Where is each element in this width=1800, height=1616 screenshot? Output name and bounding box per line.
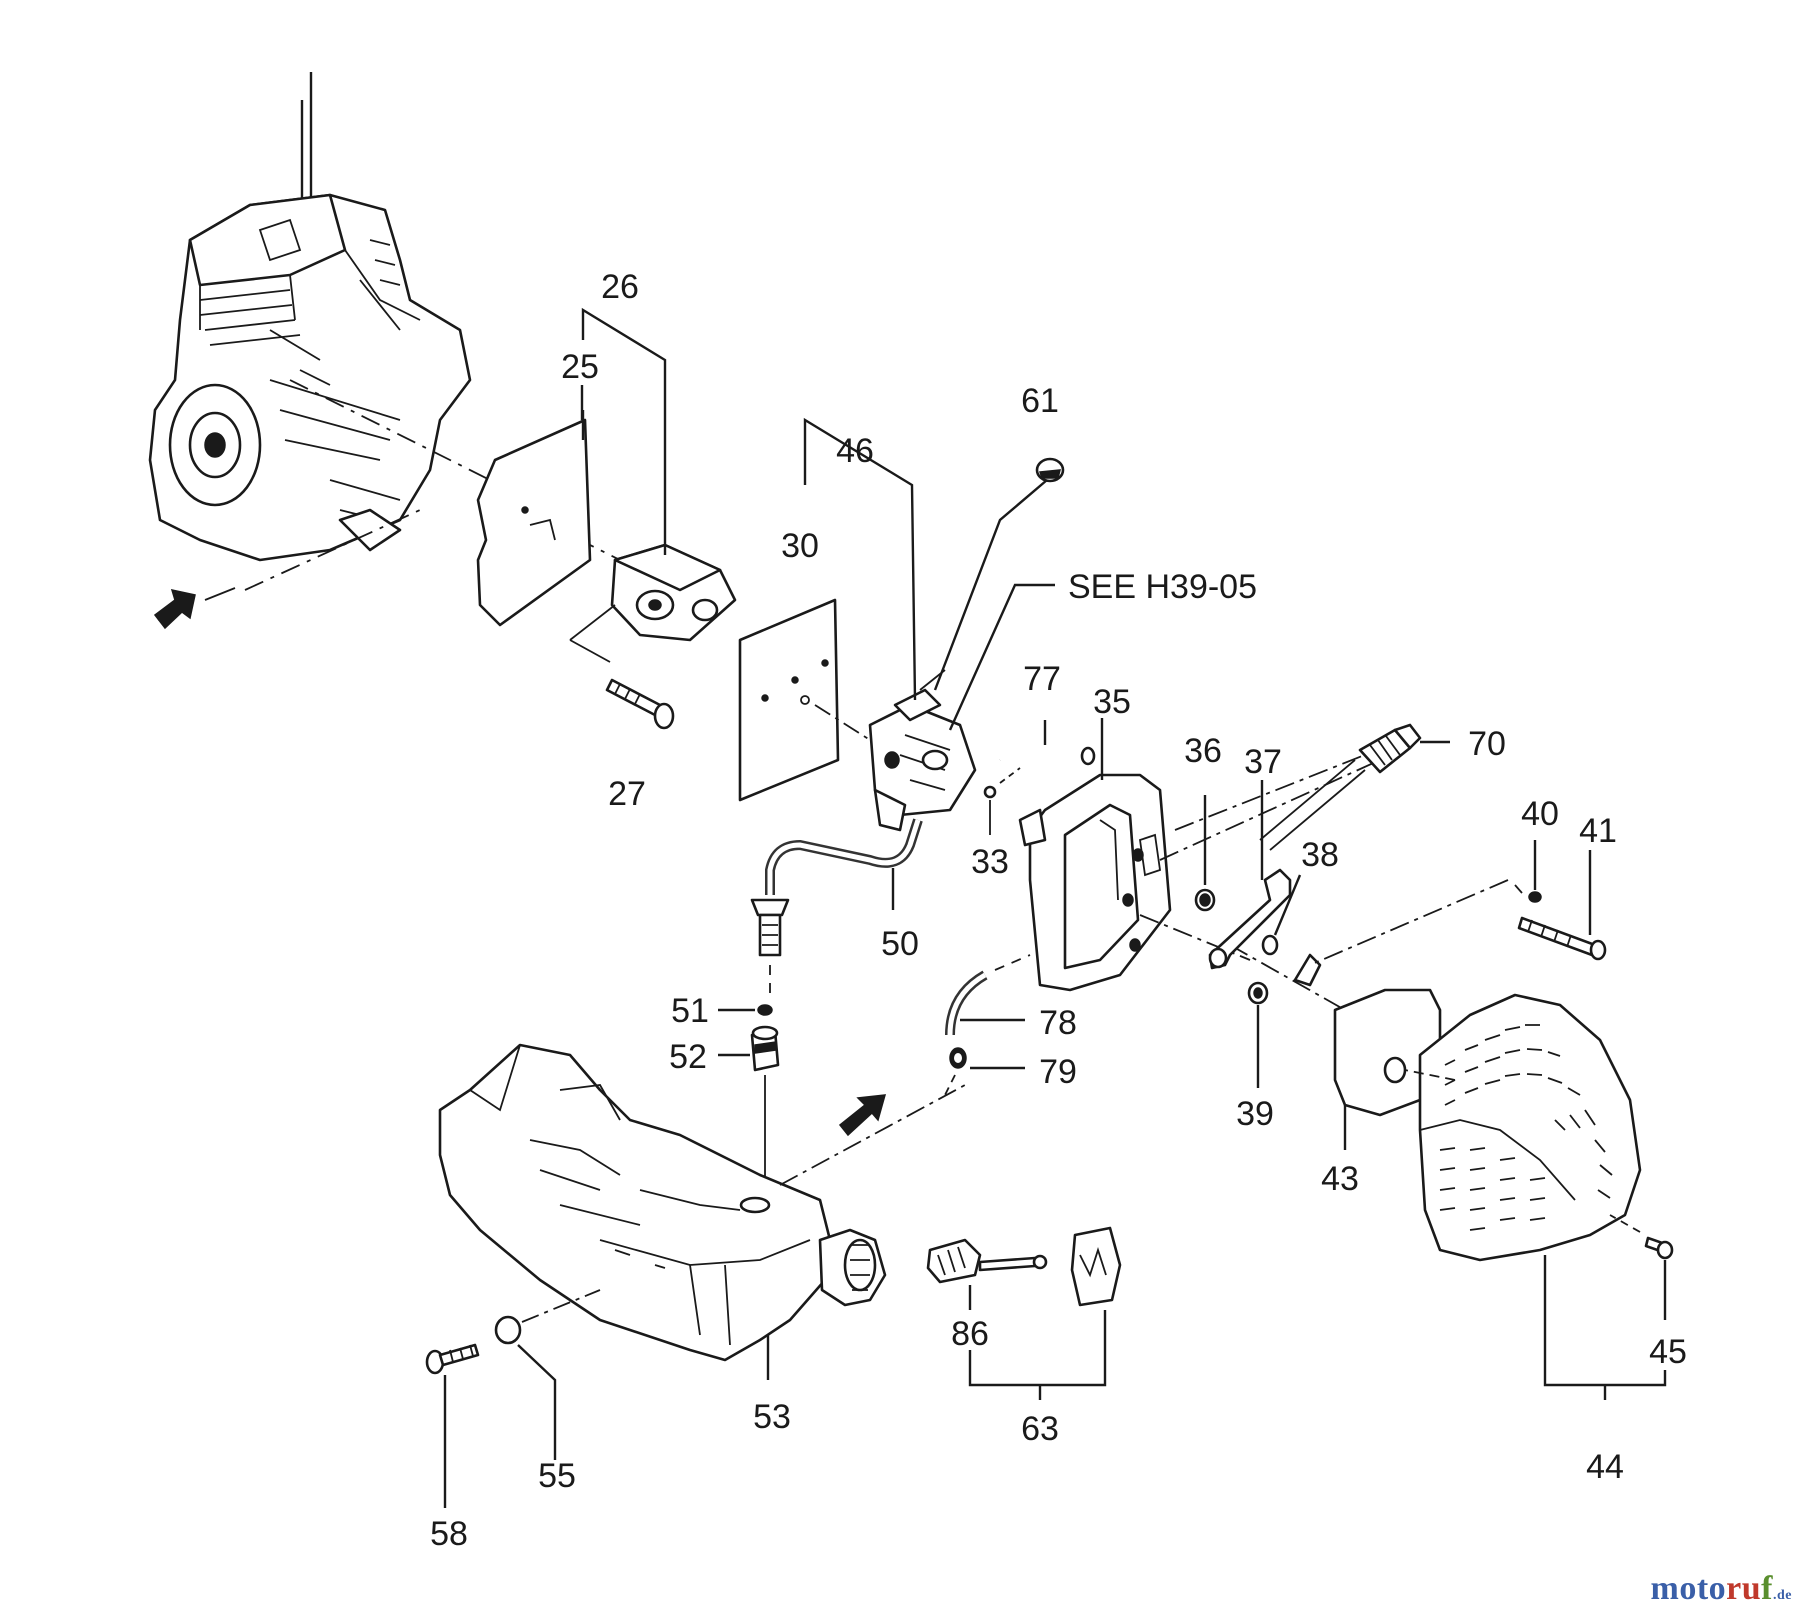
insulator-block-26-drawing [610,543,737,642]
washer-39-drawing [1247,981,1269,1005]
part-label-53: 53 [753,1398,791,1436]
knob-63-drawing [1070,1226,1122,1307]
carburetor-drawing [868,669,977,832]
fuel-tank-53-drawing [438,1043,887,1362]
part-label-51: 51 [671,992,709,1030]
part-label-43: 43 [1321,1160,1359,1198]
direction-arrow [153,588,196,630]
part-label-38: 38 [1301,836,1339,874]
part-label-86: 86 [951,1315,989,1353]
clip-79-drawing [949,1047,967,1069]
part-label-33: 33 [971,843,1009,881]
part-label-44: 44 [1586,1448,1624,1486]
part-label-70: 70 [1468,725,1506,763]
part-label-37: 37 [1244,743,1282,781]
bolt-27-drawing [605,678,675,730]
bracket-37-drawing [1208,868,1292,970]
screw-41-drawing [1517,916,1607,961]
nut-36-drawing [1194,888,1216,912]
filter-element-43-drawing [1293,953,1442,1117]
part-label-50: 50 [881,925,919,963]
connector-70-drawing [1358,723,1422,774]
engine-block-drawing [148,72,472,562]
part-label-41: 41 [1579,812,1617,850]
air-cleaner-cover-44-drawing [1418,993,1642,1262]
pin-38-drawing [1261,934,1279,956]
part-label-25: 25 [561,348,599,386]
motoruf-watermark: motoruf.de [1650,1570,1792,1607]
part-label-36: 36 [1184,732,1222,770]
part-86-drawing [926,1238,1048,1284]
screw-40-drawing [1528,891,1542,903]
screw-45-drawing [1644,1236,1674,1260]
fuel-line-50-drawing [750,818,923,957]
part-label-52: 52 [669,1038,707,1076]
part-label-79: 79 [1039,1053,1077,1091]
washer-51-drawing [757,1004,773,1016]
see-reference-note: SEE H39-05 [1068,568,1257,606]
filter-52-drawing [750,1025,780,1072]
part-label-30: 30 [781,527,819,565]
gasket-30-drawing [738,598,840,802]
air-filter-base-35-drawing [1018,773,1172,992]
gasket-25-drawing [476,418,592,627]
part-label-55: 55 [538,1457,576,1495]
part-label-39: 39 [1236,1095,1274,1133]
part-label-46: 46 [836,432,874,470]
part-label-77: 77 [1023,660,1061,698]
part-label-58: 58 [430,1515,468,1553]
part-label-63: 63 [1021,1410,1059,1448]
hose-77-drawing [998,742,1096,766]
part-labels: 26 25 61 46 30 27 77 35 36 37 70 40 41 3… [430,268,1687,1553]
part-label-78: 78 [1039,1004,1077,1042]
part-label-26: 26 [601,268,639,306]
part-label-45: 45 [1649,1333,1687,1371]
screw-58-drawing [425,1343,480,1375]
part-label-61: 61 [1021,382,1059,420]
hose-78-drawing [945,970,988,1036]
direction-arrow-2 [838,1094,887,1137]
part-label-35: 35 [1093,683,1131,721]
grommet-55-drawing [494,1315,522,1345]
cap-61-drawing [1035,457,1065,483]
part-label-40: 40 [1521,795,1559,833]
part-label-27: 27 [608,775,646,813]
